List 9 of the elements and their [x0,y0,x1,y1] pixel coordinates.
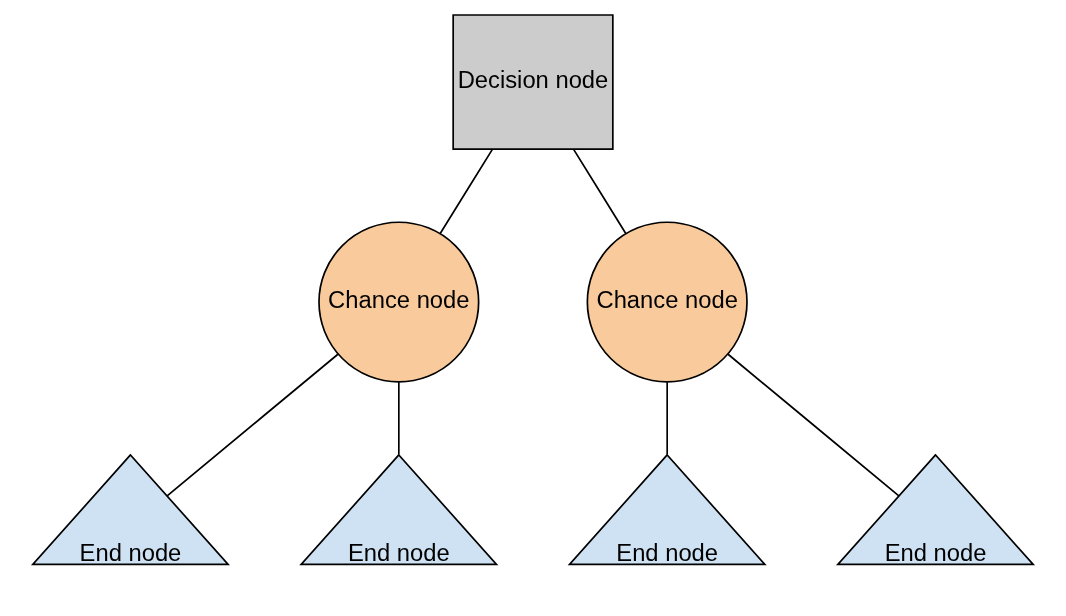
node-box: Decision node [452,14,614,151]
connector [439,148,494,235]
connector [166,353,339,497]
connector [727,353,900,497]
connector [397,381,400,456]
node-circle: Chance node [586,221,748,383]
node-circle: Chance node [318,221,480,383]
connector [572,148,627,235]
connector [666,381,669,456]
